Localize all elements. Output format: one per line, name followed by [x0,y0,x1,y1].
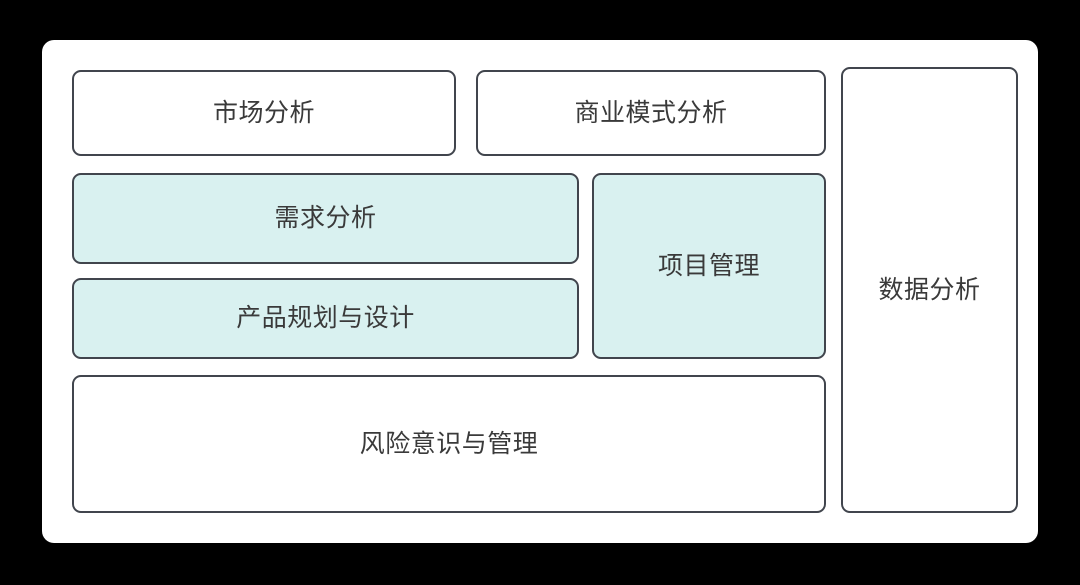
node-product-planning-design-label: 产品规划与设计 [236,304,415,333]
node-risk-awareness-management-label: 风险意识与管理 [359,429,539,458]
node-demand-analysis[interactable]: 需求分析 [72,173,579,264]
node-demand-analysis-label: 需求分析 [274,204,377,233]
node-project-management-label: 项目管理 [657,251,760,280]
node-business-model-analysis-label: 商业模式分析 [574,98,728,127]
node-risk-awareness-management[interactable]: 风险意识与管理 [72,375,826,513]
node-product-planning-design[interactable]: 产品规划与设计 [72,278,579,359]
node-data-analysis[interactable]: 数据分析 [841,67,1018,513]
diagram-outer-container: 市场分析 商业模式分析 需求分析 产品规划与设计 项目管理 风险意识与管理 数据… [42,40,1038,543]
node-data-analysis-label: 数据分析 [878,275,981,304]
node-project-management[interactable]: 项目管理 [592,173,826,359]
node-business-model-analysis[interactable]: 商业模式分析 [476,70,826,156]
node-market-analysis[interactable]: 市场分析 [72,70,456,156]
node-market-analysis-label: 市场分析 [212,98,315,127]
